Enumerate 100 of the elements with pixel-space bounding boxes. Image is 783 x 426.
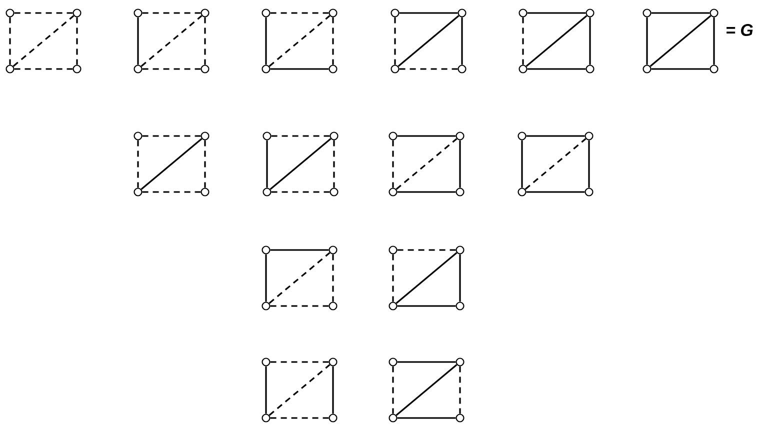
graph-edge [650, 15, 712, 67]
graph-edge [651, 68, 710, 70]
graph-edge [397, 249, 456, 251]
graph-edge [142, 135, 201, 137]
vertex-circle [710, 8, 718, 18]
graph-edge [204, 17, 206, 65]
vertex-circle [456, 414, 464, 422]
graph-edge [76, 17, 78, 65]
vertex-circle [72, 64, 82, 74]
graph-edge [270, 68, 329, 70]
graph-edge [137, 17, 139, 65]
vertex-circle [458, 64, 466, 74]
vertex-circle [518, 188, 526, 196]
vertex-circle [262, 246, 270, 254]
vertex-circle [200, 8, 210, 18]
vertex-circle [200, 132, 210, 140]
graph-edge [270, 12, 329, 14]
graph-edge [646, 17, 648, 65]
graph-edge [9, 17, 11, 65]
vertex-circle [710, 64, 718, 74]
graph-edge [394, 17, 396, 65]
graph-edge [397, 305, 456, 307]
graph-edge [589, 17, 591, 65]
graph-edge [270, 361, 329, 363]
graph-edge [397, 361, 456, 363]
graph-edge [270, 417, 329, 419]
vertex-circle [518, 132, 526, 140]
graph-edge [392, 254, 394, 302]
graph-edge [398, 15, 460, 67]
vertex-circle [262, 358, 270, 366]
vertex-circle [388, 302, 398, 310]
graph-edge [270, 138, 332, 190]
vertex-circle [262, 302, 270, 310]
graph-edge [265, 366, 267, 414]
graph-edge [396, 364, 458, 416]
graph-edge [265, 254, 267, 302]
graph-edge [527, 12, 586, 14]
graph-edge [527, 68, 586, 70]
graph-edge [526, 191, 585, 193]
vertex-circle [642, 64, 652, 74]
graph-edge [14, 68, 73, 70]
vertex-circle [328, 302, 338, 310]
graph-edge [266, 140, 268, 188]
vertex-circle [328, 8, 338, 18]
graph-edge [399, 12, 458, 14]
graph-edge [270, 249, 329, 251]
graph-edge [397, 191, 456, 193]
graph-edge [268, 15, 330, 67]
vertex-circle [388, 132, 398, 140]
vertex-circle [388, 358, 398, 366]
graph-edge [142, 12, 201, 14]
vertex-circle [134, 188, 142, 196]
graph-edge [526, 135, 585, 137]
graph-edge [526, 15, 588, 67]
graph-edge [396, 138, 458, 190]
vertex-circle [262, 64, 270, 74]
graph-edge [271, 135, 330, 137]
vertex-circle [330, 188, 338, 196]
vertex-circle [456, 246, 464, 254]
vertex-circle [262, 132, 272, 140]
vertex-circle [586, 64, 594, 74]
vertex-circle [134, 8, 142, 18]
vertex-circle [642, 8, 652, 18]
graph-edge [333, 140, 335, 188]
equation-label: = G [726, 24, 753, 36]
vertex-circle [72, 8, 82, 18]
vertex-circle [388, 414, 398, 422]
graph-edge [142, 191, 201, 193]
vertex-circle [518, 8, 528, 18]
graph-edge [140, 15, 202, 67]
vertex-circle [388, 188, 398, 196]
vertex-circle [330, 132, 338, 140]
graph-edge [270, 305, 329, 307]
vertex-circle [456, 132, 464, 140]
vertex-circle [586, 8, 594, 18]
graph-edge [397, 135, 456, 137]
vertex-circle [584, 132, 594, 140]
graph-edge [332, 254, 334, 302]
vertex-circle [456, 358, 464, 366]
graph-edge [14, 12, 73, 14]
graph-edge [271, 191, 330, 193]
vertex-circle [262, 8, 270, 18]
graph-edge [459, 366, 461, 414]
graph-edge [142, 68, 201, 70]
graph-edge [459, 140, 461, 188]
vertex-circle [328, 246, 338, 254]
graph-edge [140, 138, 202, 190]
vertex-circle [328, 358, 338, 366]
vertex-circle [328, 64, 338, 74]
vertex-circle [262, 414, 270, 422]
graph-edge [12, 15, 74, 67]
vertex-circle [390, 64, 400, 74]
graph-edge [524, 138, 586, 190]
vertex-circle [584, 188, 594, 196]
graph-edge [461, 17, 463, 65]
graph-edge [399, 68, 458, 70]
vertex-circle [134, 132, 142, 140]
vertex-circle [456, 302, 464, 310]
graph-edge [332, 366, 334, 414]
vertex-circle [6, 64, 14, 74]
